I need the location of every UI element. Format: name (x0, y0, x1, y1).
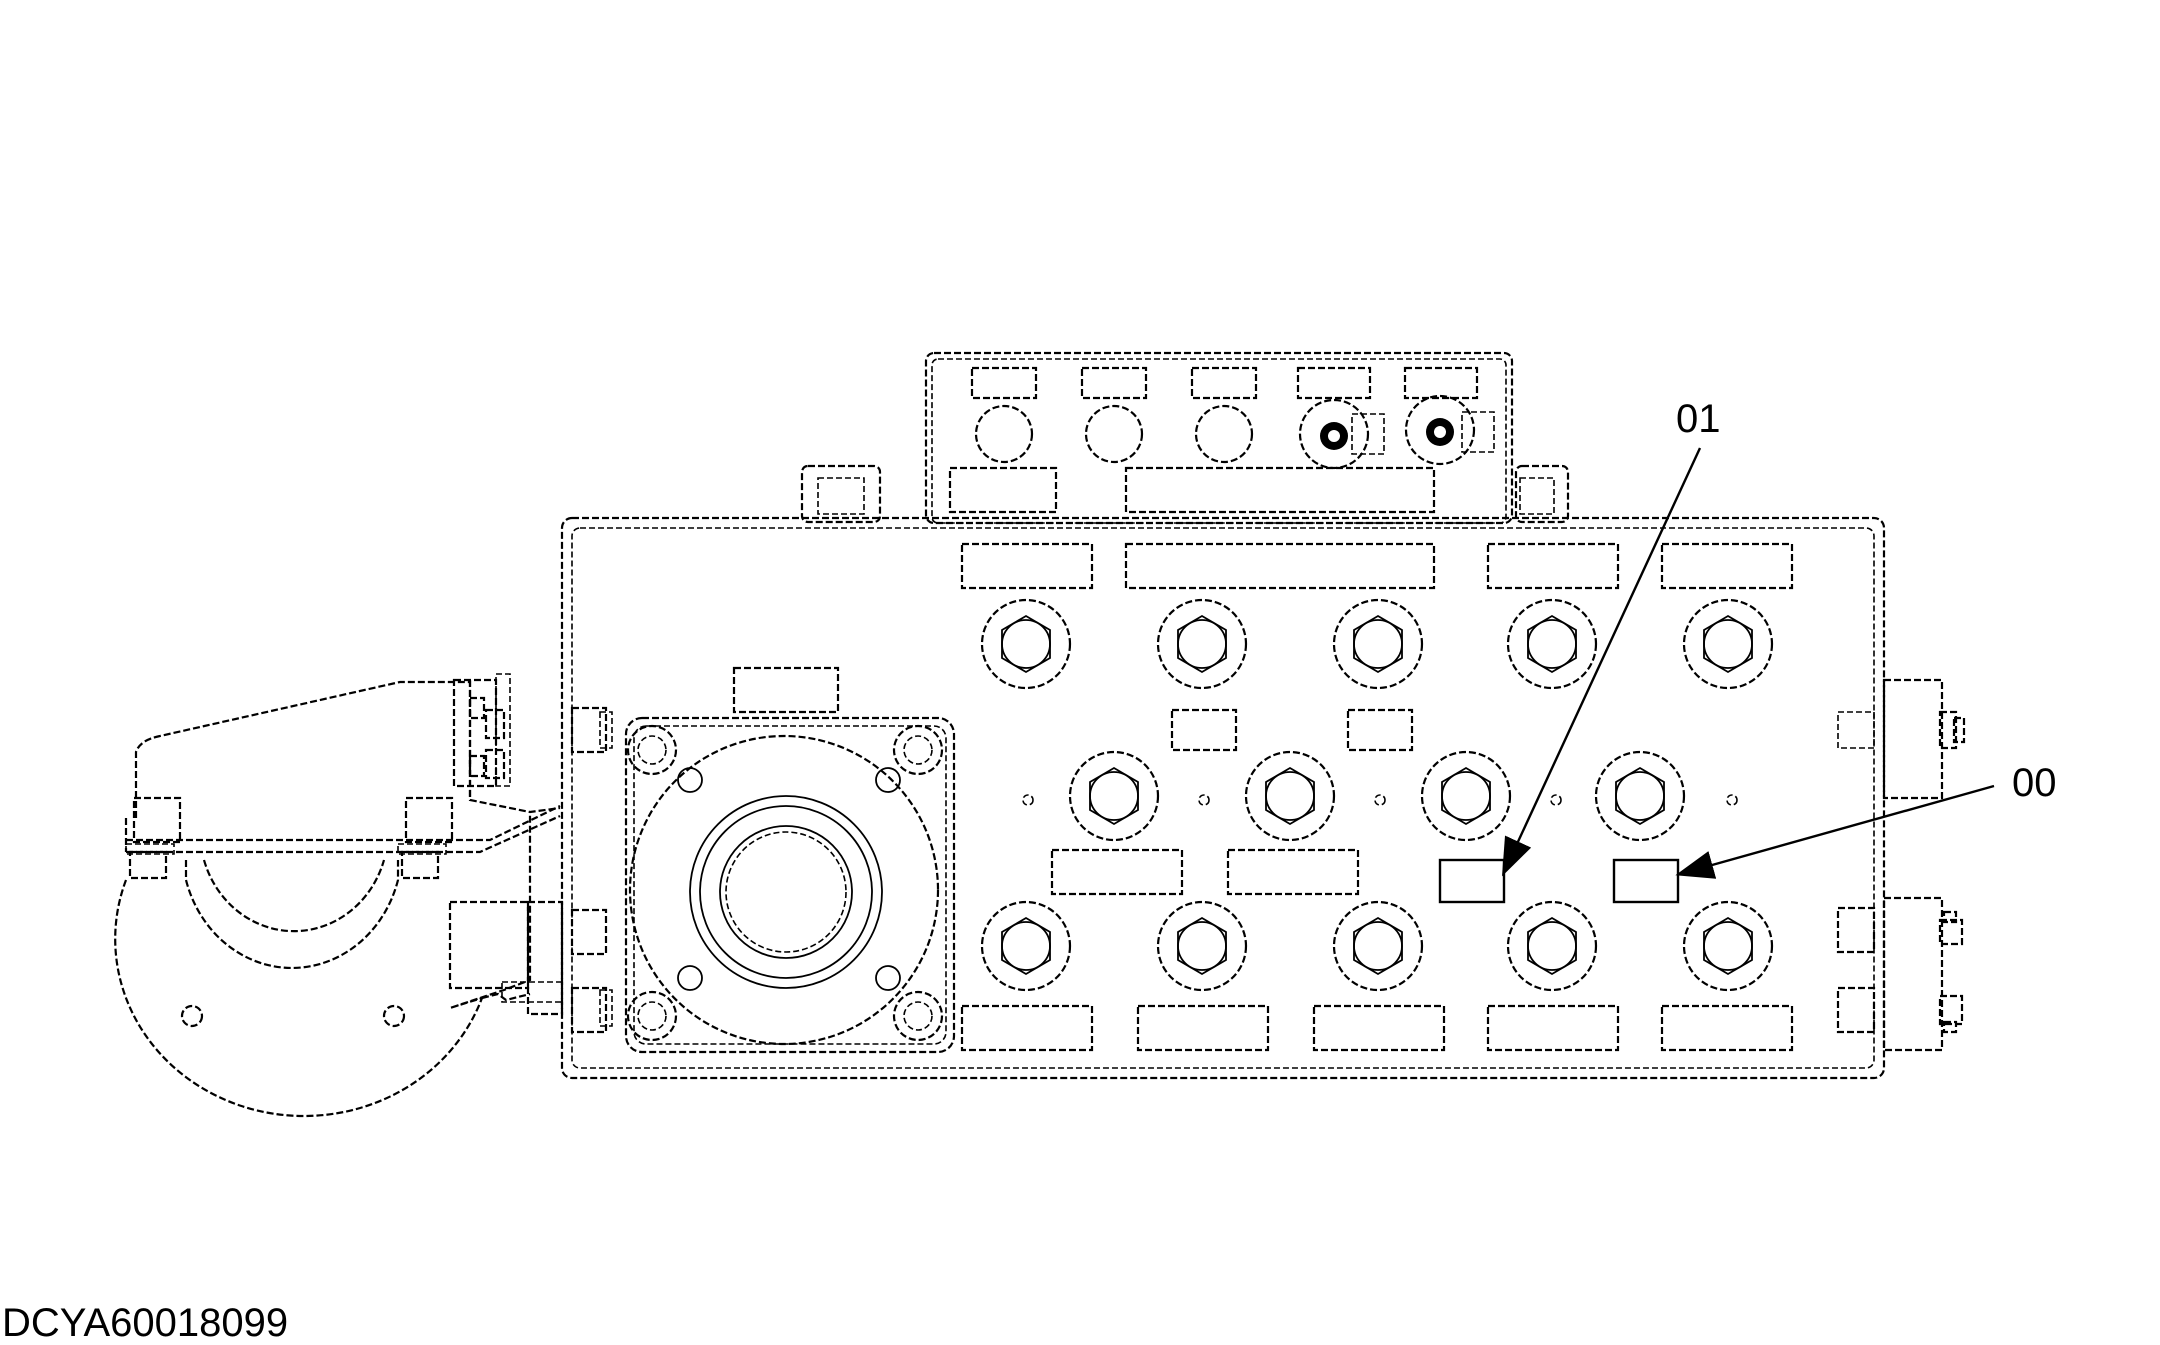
callout-01-label: 01 (1676, 397, 1721, 441)
component-01 (1438, 858, 1506, 904)
callout-01-leader (1501, 447, 1702, 877)
component-00 (1612, 858, 1680, 904)
main-connector (624, 666, 956, 1054)
left-side-tabs (570, 706, 613, 1034)
right-side-brackets (1836, 678, 1966, 1052)
callout-00-leader (1675, 784, 1995, 879)
mounting-bracket (114, 673, 564, 1118)
label-row-middle (1050, 848, 1360, 896)
fuse-row-2 (1022, 750, 1738, 842)
label-row-bottom (960, 1004, 1794, 1052)
upper-sub-panel (800, 351, 1570, 525)
label-row-top (960, 542, 1794, 590)
fuse-row-1 (980, 598, 1774, 690)
fuse-row-3 (980, 900, 1774, 992)
main-box (560, 516, 1886, 1080)
switch-icon (1298, 398, 1385, 470)
drawing-code: DCYA60018099 (2, 1301, 288, 1345)
switch-icon (1404, 394, 1495, 466)
callout-00-label: 00 (2012, 761, 2057, 805)
label-row-small (1170, 708, 1414, 752)
